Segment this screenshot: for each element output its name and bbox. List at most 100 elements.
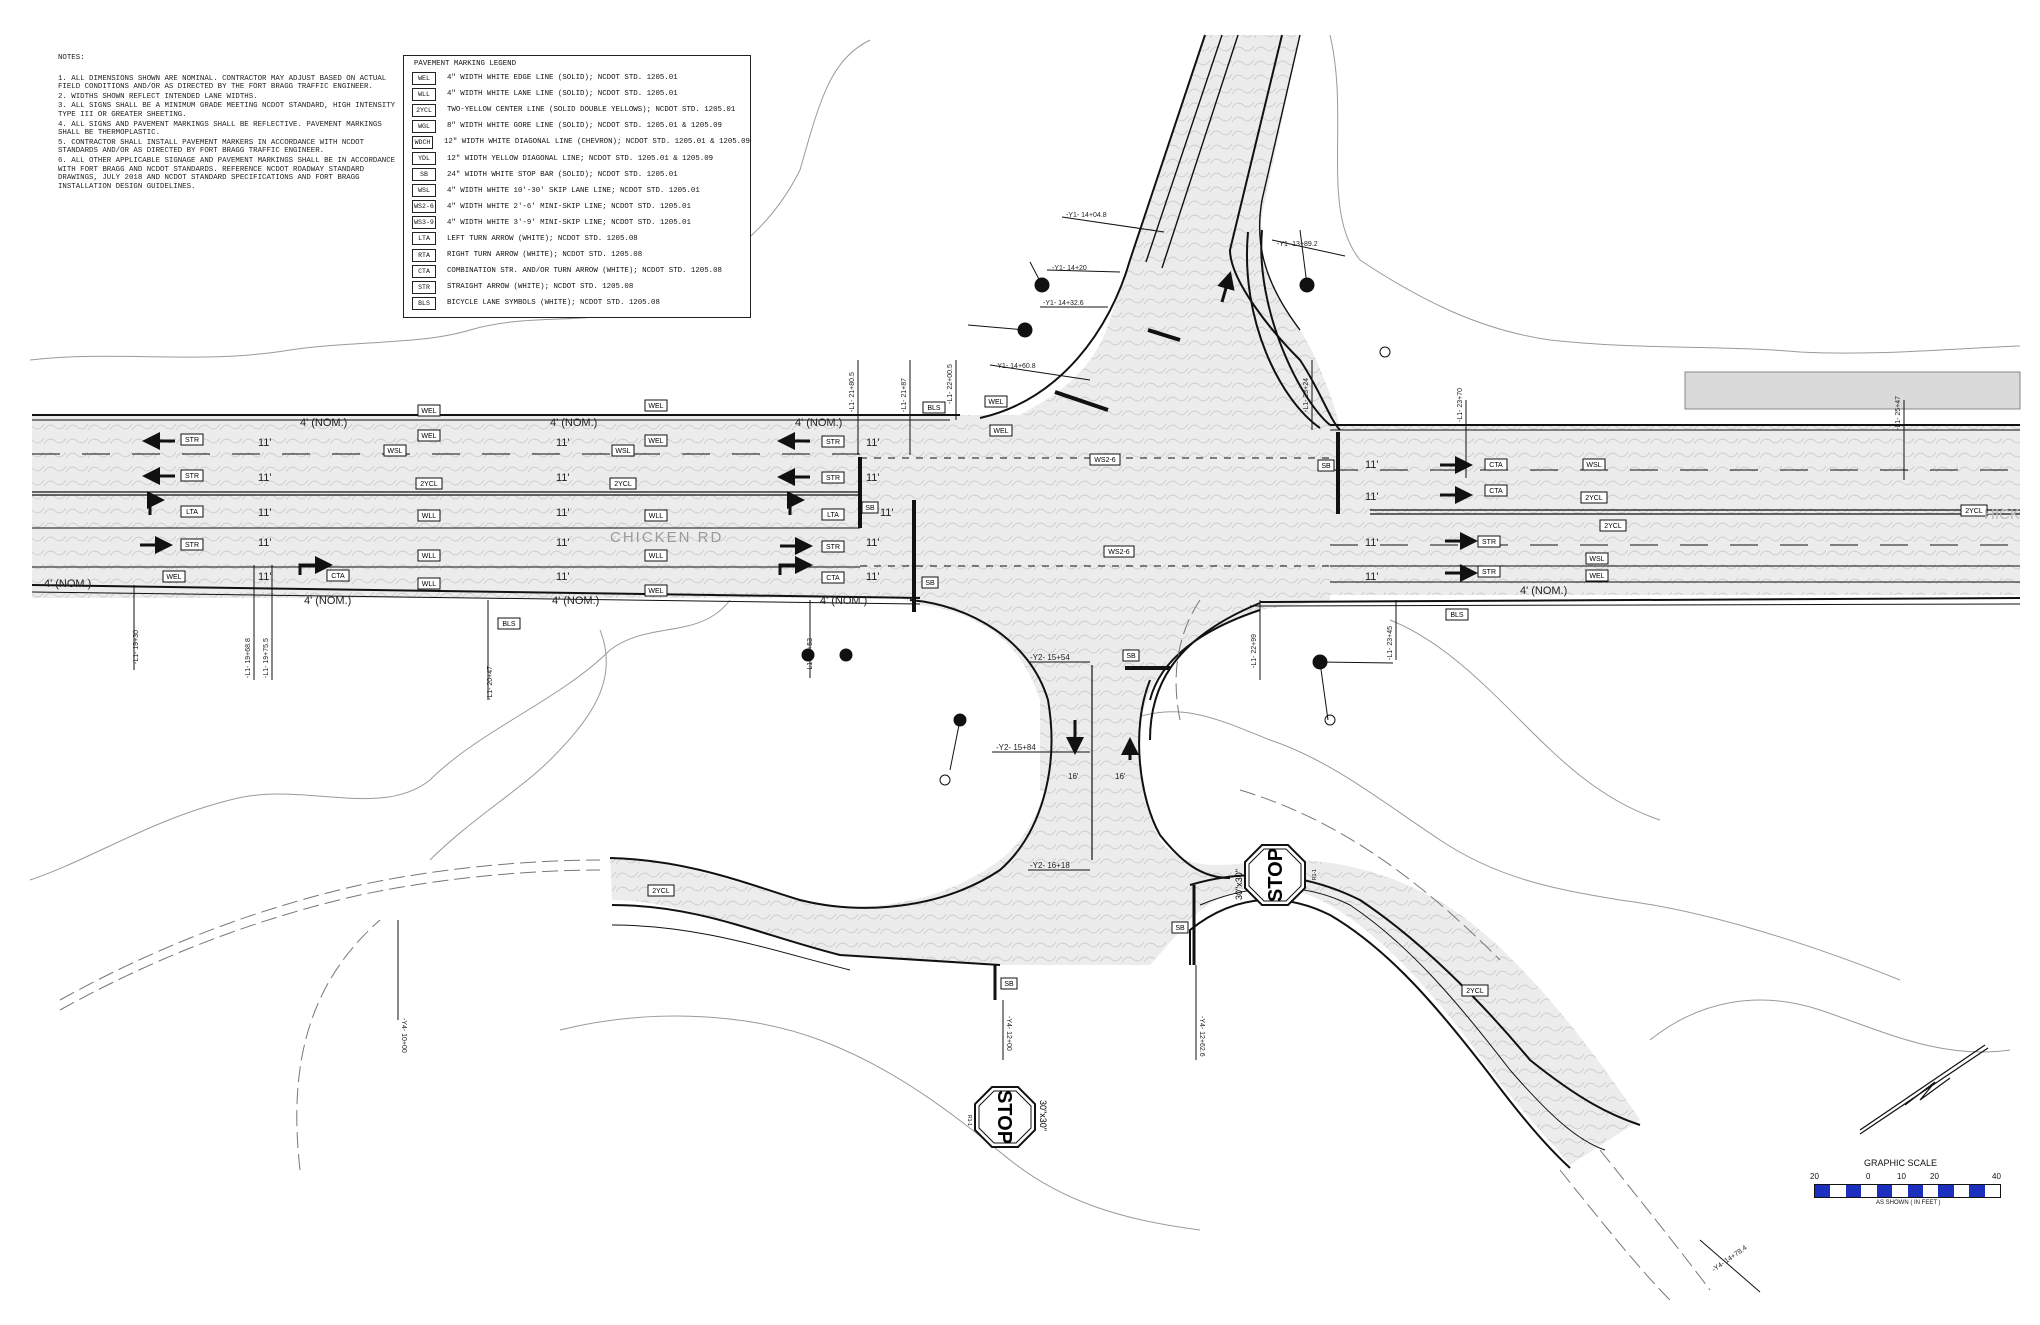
svg-text:-L1- 21+80.5: -L1- 21+80.5 <box>849 372 856 412</box>
legend-desc: 12" WIDTH WHITE DIAGONAL LINE (CHEVRON);… <box>443 138 750 147</box>
svg-text:2YCL: 2YCL <box>652 888 670 895</box>
label-wel-8: WEL <box>989 424 1013 437</box>
label-bls-3: BLS <box>1445 608 1469 621</box>
graphic-scale-title: GRAPHIC SCALE <box>1864 1158 1938 1168</box>
label-cta-3: CTA <box>1484 458 1508 471</box>
svg-text:-Y4- 12+00: -Y4- 12+00 <box>1005 1016 1012 1051</box>
scale-tick: 40 <box>1992 1172 2001 1181</box>
svg-text:-Y1- 13+89.2: -Y1- 13+89.2 <box>1277 241 1318 248</box>
svg-text:11': 11' <box>556 437 570 449</box>
svg-text:STR: STR <box>1482 569 1496 576</box>
svg-text:4' (NOM.): 4' (NOM.) <box>795 417 842 429</box>
graphic-scale: GRAPHIC SCALE 20 0 10 20 40 AS SHOWN ( I… <box>1806 1158 2006 1218</box>
label-lta-1: LTA <box>180 505 204 518</box>
legend-desc: 12" WIDTH YELLOW DIAGONAL LINE; NCDOT ST… <box>447 154 714 163</box>
dimension-text: 4' (NOM.) 4' (NOM.) 4' (NOM.) 4' (NOM.) … <box>44 417 2020 781</box>
label-lta-2: LTA <box>821 508 845 521</box>
svg-text:11': 11' <box>556 537 570 549</box>
scale-tick: 20 <box>1930 1172 1939 1181</box>
svg-text:2YCL: 2YCL <box>1585 495 1603 502</box>
label-wel-7: WEL <box>984 395 1008 408</box>
label-wel-5: WEL <box>644 434 668 447</box>
scale-units: AS SHOWN ( IN FEET ) <box>1876 1200 1941 1206</box>
label-str-2: STR <box>180 469 204 482</box>
north-arrow-icon <box>1859 1044 1989 1135</box>
svg-text:WLL: WLL <box>422 581 437 588</box>
legend-desc: 4" WIDTH WHITE 3'-9' MINI-SKIP LINE; NCD… <box>447 218 691 227</box>
label-sb-5: SB <box>1000 977 1018 990</box>
svg-text:11': 11' <box>1365 491 1379 503</box>
note-item: 6. ALL OTHER APPLICABLE SIGNAGE AND PAVE… <box>58 156 396 191</box>
svg-text:-Y2- 16+18: -Y2- 16+18 <box>1030 861 1070 870</box>
legend-code: WSL <box>412 184 436 198</box>
legend-desc: TWO-YELLOW CENTER LINE (SOLID DOUBLE YEL… <box>447 106 736 115</box>
stop-sign-south-code: R1-1 <box>966 1115 972 1126</box>
svg-text:4' (NOM.): 4' (NOM.) <box>44 578 91 590</box>
legend-desc: 24" WIDTH WHITE STOP BAR (SOLID); NCDOT … <box>447 170 678 179</box>
svg-text:STR: STR <box>826 544 840 551</box>
main-road-lines <box>31 414 2021 612</box>
legend-desc: LEFT TURN ARROW (WHITE); NCDOT STD. 1205… <box>447 234 638 243</box>
svg-text:WEL: WEL <box>421 433 436 440</box>
svg-text:WLL: WLL <box>422 553 437 560</box>
label-sb-2: SB <box>921 576 939 589</box>
label-wsl-4: WSL <box>1585 552 1609 565</box>
legend-code: WEL <box>412 71 436 85</box>
pavement-marking-legend: PAVEMENT MARKING LEGEND WEL 4" WIDTH WHIT… <box>403 55 751 318</box>
note-item: 4. ALL SIGNS AND PAVEMENT MARKINGS SHALL… <box>58 120 382 138</box>
svg-text:4' (NOM.): 4' (NOM.) <box>1520 585 1567 597</box>
label-cta-2: CTA <box>821 571 845 584</box>
scale-tick: 0 <box>1866 1172 1871 1181</box>
svg-text:STR: STR <box>185 473 199 480</box>
svg-text:LTA: LTA <box>186 509 198 516</box>
svg-text:CTA: CTA <box>1489 462 1503 469</box>
svg-text:11': 11' <box>556 507 570 519</box>
svg-text:2YCL: 2YCL <box>1466 988 1484 995</box>
notes-block: NOTES: 1. ALL DIMENSIONS SHOWN ARE NOMIN… <box>58 54 398 192</box>
stop-sign-east-code: R1-1 <box>1312 869 1318 880</box>
svg-text:11': 11' <box>258 571 272 583</box>
corner-curves <box>1149 229 1331 741</box>
label-str-1: STR <box>180 433 204 446</box>
svg-text:-Y2- 15+84: -Y2- 15+84 <box>996 743 1036 752</box>
pavement-arrows <box>140 271 1478 760</box>
svg-text:CTA: CTA <box>826 575 840 582</box>
stop-sign-south: STOP <box>974 1086 1036 1148</box>
svg-text:16': 16' <box>1068 772 1079 781</box>
svg-text:-L1- 22+99: -L1- 22+99 <box>1251 634 1258 668</box>
label-wll-5: WLL <box>644 549 668 562</box>
label-str-5: STR <box>821 471 845 484</box>
svg-text:WSL: WSL <box>1589 556 1604 563</box>
label-ws26-2: WS2-6 <box>1103 545 1135 558</box>
label-sb-3: SB <box>1317 459 1335 472</box>
scale-bar <box>1814 1184 2001 1198</box>
legend-code: LTA <box>412 232 436 246</box>
svg-text:WEL: WEL <box>988 399 1003 406</box>
scale-tick: 10 <box>1897 1172 1906 1181</box>
svg-text:4' (NOM.): 4' (NOM.) <box>820 595 867 607</box>
svg-text:4' (NOM.): 4' (NOM.) <box>300 417 347 429</box>
legend-code: WS2-6 <box>412 200 436 214</box>
label-wll-1: WLL <box>417 509 441 522</box>
svg-text:WLL: WLL <box>422 513 437 520</box>
legend-code: YDL <box>412 152 436 166</box>
svg-text:4' (NOM.): 4' (NOM.) <box>552 595 599 607</box>
svg-text:WEL: WEL <box>648 588 663 595</box>
note-item: 1. ALL DIMENSIONS SHOWN ARE NOMINAL. CON… <box>58 74 387 92</box>
legend-code: STR <box>412 280 436 294</box>
svg-text:BLS: BLS <box>1450 612 1464 619</box>
svg-text:-Y1- 14+04.8: -Y1- 14+04.8 <box>1066 212 1107 219</box>
svg-text:11': 11' <box>1365 459 1379 471</box>
legend-code: RTA <box>412 248 436 262</box>
legend-title: PAVEMENT MARKING LEGEND <box>414 60 517 68</box>
svg-text:-L1- 22+00.5: -L1- 22+00.5 <box>947 364 954 404</box>
svg-text:SB: SB <box>925 580 935 587</box>
legend-desc: 8" WIDTH WHITE GORE LINE (SOLID); NCDOT … <box>447 122 722 131</box>
svg-text:STR: STR <box>826 439 840 446</box>
svg-text:2YCL: 2YCL <box>614 481 632 488</box>
terrain-contours <box>29 34 2021 1231</box>
label-str-4: STR <box>821 435 845 448</box>
